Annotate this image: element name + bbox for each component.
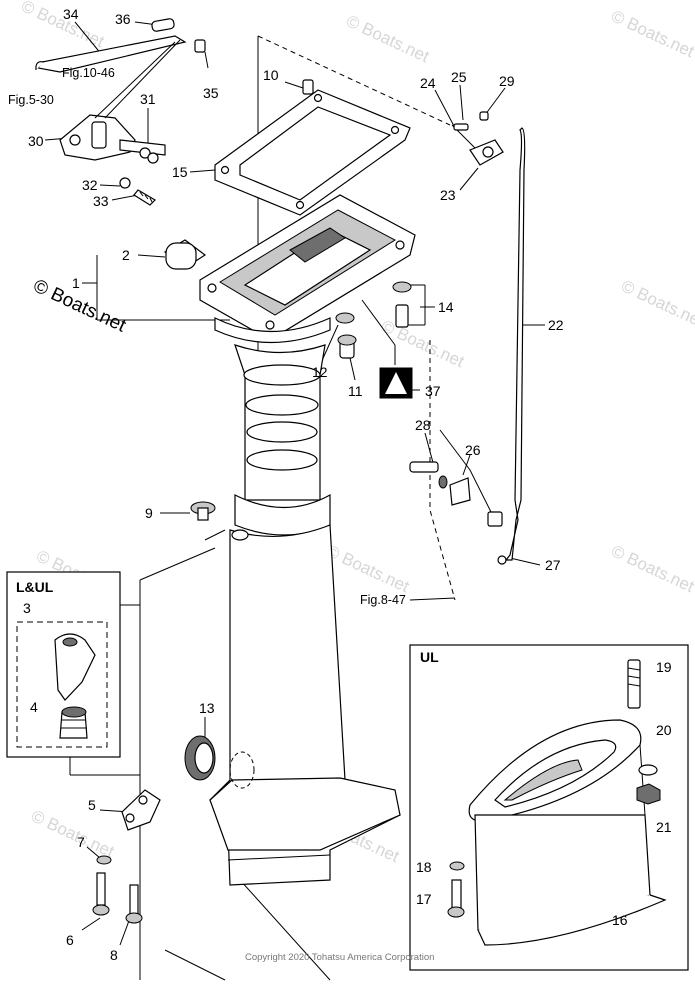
inset-l-ul: L&UL bbox=[6, 571, 121, 758]
callout-27: 27 bbox=[545, 557, 561, 573]
plug-9 bbox=[190, 501, 216, 521]
callout-21: 21 bbox=[656, 819, 672, 835]
callout-34: 34 bbox=[63, 6, 79, 22]
watermark: © Boats.net bbox=[608, 541, 695, 596]
small-parts-center bbox=[335, 281, 412, 359]
callouts: 34 36 35 10 31 30 32 33 15 24 25 29 23 2… bbox=[23, 6, 672, 963]
watermark: © Boats.net bbox=[343, 11, 432, 66]
callout-19: 19 bbox=[656, 659, 672, 675]
callout-28: 28 bbox=[415, 417, 431, 433]
ref-fig-5-30: Fig.5-30 bbox=[8, 93, 54, 107]
callout-3: 3 bbox=[23, 600, 31, 616]
callout-36: 36 bbox=[115, 11, 131, 27]
callout-13: 13 bbox=[199, 700, 215, 716]
lower-casing bbox=[209, 524, 401, 886]
watermark: © Boats.net bbox=[608, 6, 695, 61]
callout-23: 23 bbox=[440, 187, 456, 203]
callout-32: 32 bbox=[82, 177, 98, 193]
callout-18: 18 bbox=[416, 859, 432, 875]
callout-2: 2 bbox=[122, 247, 130, 263]
callout-5: 5 bbox=[88, 797, 96, 813]
drive-shaft-housing-upper bbox=[214, 317, 331, 536]
callout-1: 1 bbox=[72, 275, 80, 291]
ref-fig-8-47: Fig.8-47 bbox=[360, 593, 406, 607]
callout-7: 7 bbox=[77, 834, 85, 850]
callout-14: 14 bbox=[438, 299, 454, 315]
upper-mount-plate bbox=[199, 194, 416, 341]
assembly-guides bbox=[139, 35, 621, 981]
callout-16: 16 bbox=[612, 912, 628, 928]
bushing-2 bbox=[163, 239, 207, 270]
watermark: © Boats.net bbox=[28, 806, 117, 861]
callout-10: 10 bbox=[263, 67, 279, 83]
watermark: © Boats.net bbox=[323, 541, 412, 596]
callout-12: 12 bbox=[312, 364, 328, 380]
callout-9: 9 bbox=[145, 505, 153, 521]
inset-title-ul: UL bbox=[420, 649, 439, 665]
shift-linkage bbox=[35, 18, 206, 206]
callout-20: 20 bbox=[656, 722, 672, 738]
inset-ul: UL bbox=[409, 644, 689, 971]
inset-title-l-ul: L&UL bbox=[16, 579, 54, 595]
callout-6: 6 bbox=[66, 932, 74, 948]
callout-29: 29 bbox=[499, 73, 515, 89]
callout-24: 24 bbox=[420, 75, 436, 91]
bracket-assembly-5 bbox=[92, 789, 161, 924]
callout-22: 22 bbox=[548, 317, 564, 333]
decal-37 bbox=[379, 367, 413, 399]
callout-26: 26 bbox=[465, 442, 481, 458]
callout-25: 25 bbox=[451, 69, 467, 85]
copyright-notice: Copyright 2020 Tohatsu America Corporati… bbox=[245, 952, 434, 963]
watermark: © Boats.net bbox=[618, 276, 695, 331]
callout-31: 31 bbox=[140, 91, 156, 107]
callout-33: 33 bbox=[93, 193, 109, 209]
callout-4: 4 bbox=[30, 699, 38, 715]
callout-8: 8 bbox=[110, 947, 118, 963]
gasket-15 bbox=[214, 79, 411, 216]
callout-15: 15 bbox=[172, 164, 188, 180]
callout-11: 11 bbox=[348, 383, 363, 399]
callout-30: 30 bbox=[28, 133, 44, 149]
figure-references: Fig.10-46 Fig.5-30 Fig.8-47 bbox=[8, 66, 406, 607]
shift-rod-22 bbox=[409, 111, 526, 565]
seal-13 bbox=[184, 735, 216, 781]
ref-fig-10-46: Fig.10-46 bbox=[62, 66, 115, 80]
callout-17: 17 bbox=[416, 891, 432, 907]
callout-35: 35 bbox=[203, 85, 219, 101]
callout-37: 37 bbox=[425, 383, 441, 399]
